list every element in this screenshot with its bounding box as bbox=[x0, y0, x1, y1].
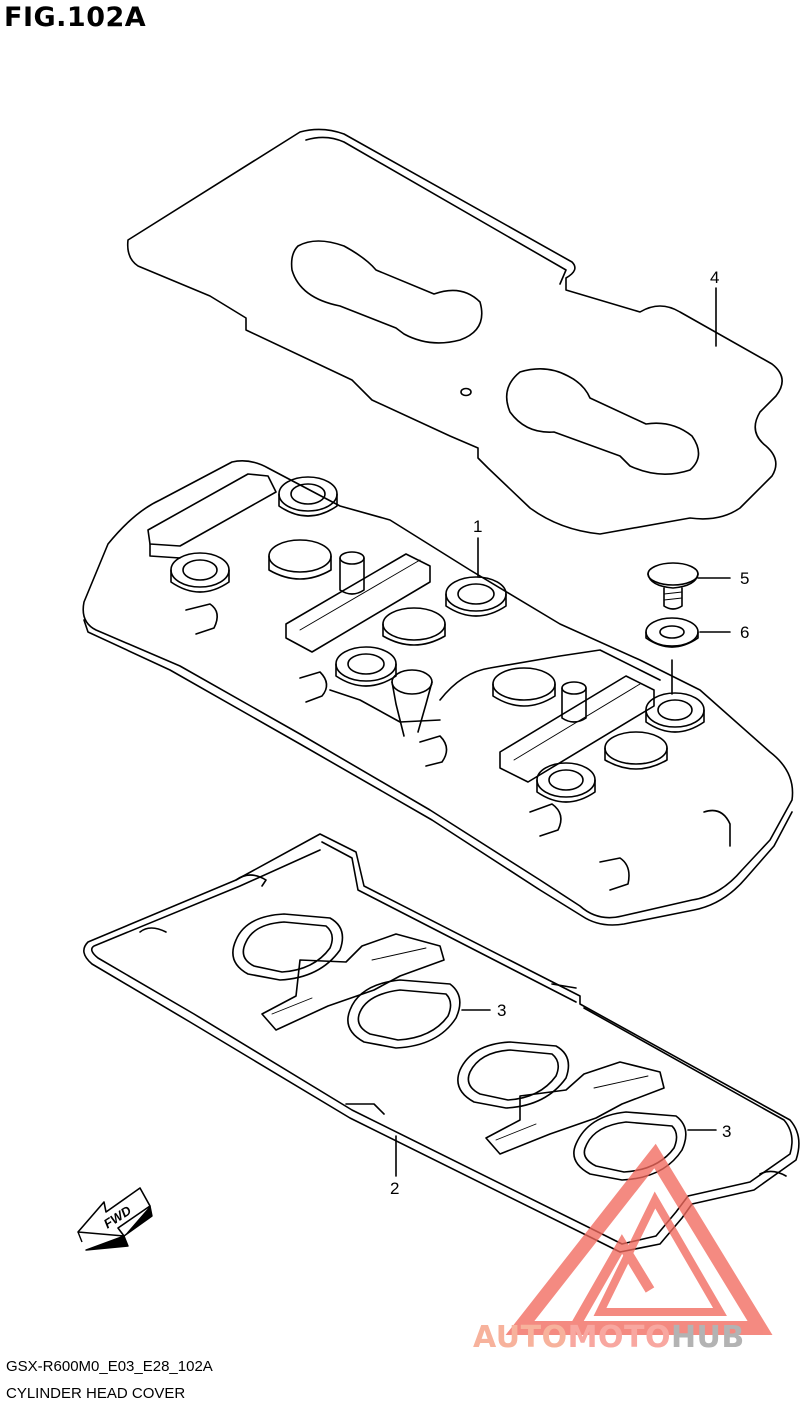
breather-tube-3 bbox=[492, 667, 556, 707]
spark-plug-bore-3 bbox=[445, 576, 507, 617]
breather-tube-1 bbox=[268, 539, 332, 580]
figure-title: FIG.102A bbox=[4, 2, 147, 33]
callout-3a: 3 bbox=[497, 1001, 506, 1020]
spark-plug-bore-2 bbox=[170, 552, 230, 593]
part-1-cylinder-head-cover[interactable] bbox=[82, 460, 794, 926]
spark-plug-bore-1 bbox=[278, 476, 338, 517]
spark-plug-bore-6 bbox=[536, 762, 596, 803]
figure-name: CYLINDER HEAD COVER bbox=[6, 1385, 186, 1402]
breather-tube-2 bbox=[382, 607, 446, 646]
part-6-washer[interactable] bbox=[645, 617, 731, 648]
part-5-bolt[interactable] bbox=[647, 562, 731, 610]
watermark-auto: AUTO bbox=[473, 1320, 568, 1355]
callout-1: 1 bbox=[473, 517, 482, 536]
callout-4: 4 bbox=[710, 268, 719, 287]
callout-6: 6 bbox=[740, 623, 749, 642]
watermark-hub: HUB bbox=[670, 1320, 745, 1355]
watermark-text: AUTOMOTOHUB bbox=[473, 1320, 745, 1355]
spark-plug-bore-4 bbox=[335, 646, 397, 687]
figure-code: GSX-R600M0_E03_E28_102A bbox=[6, 1358, 213, 1375]
cover-post-2 bbox=[561, 681, 587, 723]
callout-2: 2 bbox=[390, 1179, 399, 1198]
part-3-plug-seal-front[interactable] bbox=[232, 913, 491, 1049]
breather-tube-4 bbox=[604, 731, 668, 770]
oil-filler-neck bbox=[391, 669, 433, 737]
callout-3b: 3 bbox=[722, 1122, 731, 1141]
part-2-cover-gasket[interactable] bbox=[83, 833, 800, 1253]
callout-5: 5 bbox=[740, 569, 749, 588]
watermark-logo bbox=[505, 1143, 773, 1335]
watermark-moto: MOTO bbox=[567, 1320, 671, 1355]
part-3-plug-seal-rear[interactable] bbox=[457, 1041, 717, 1181]
fwd-direction-arrow: FWD bbox=[77, 1187, 153, 1251]
part-4-gasket-sheet[interactable] bbox=[126, 128, 783, 535]
spark-plug-bore-5 bbox=[645, 692, 705, 733]
cover-post-1 bbox=[339, 551, 365, 595]
